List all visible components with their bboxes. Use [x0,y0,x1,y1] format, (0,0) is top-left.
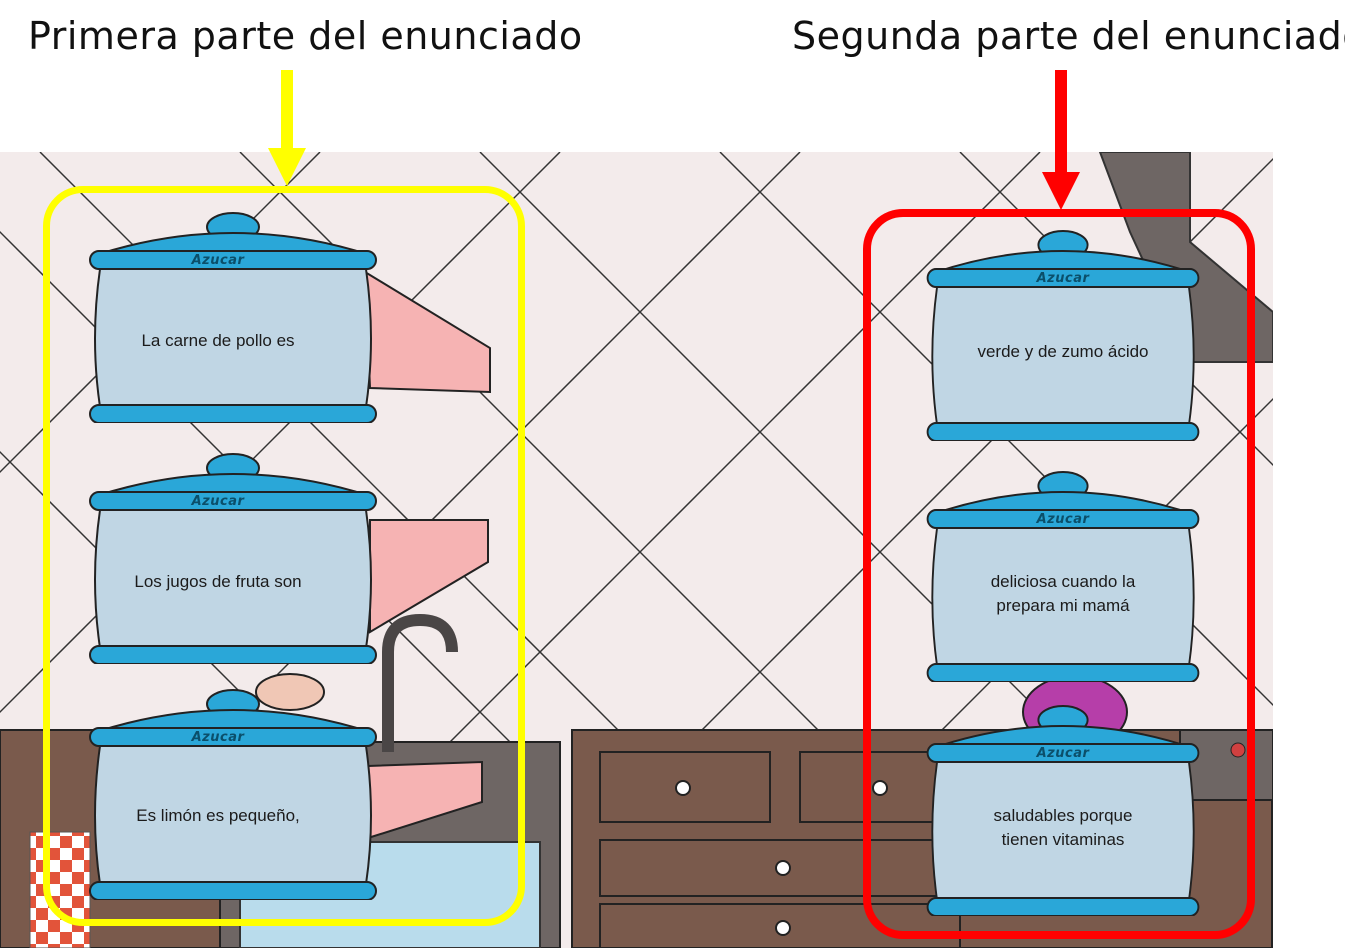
pot-icon [926,705,1200,916]
pot-right-3[interactable]: Azucar saludables porque tienen vitamina… [920,698,1206,916]
pot-brand-label: Azucar [1036,512,1090,527]
pot-text: La carne de pollo es [141,331,295,350]
pot-icon [89,689,377,900]
pot-left-1[interactable]: Azucar La carne de pollo es [82,205,384,423]
second-part-frame [863,209,1255,939]
pot-brand-label: Azucar [191,494,245,509]
pot-right-1[interactable]: Azucar verde y de zumo ácido [920,223,1206,441]
red-arrow-down-icon [1042,70,1080,210]
pot-icon [89,212,377,423]
first-part-heading: Primera parte del enunciado [28,14,583,58]
pot-left-2[interactable]: Azucar Los jugos de fruta son [82,446,384,664]
pot-text: Es limón es pequeño, [136,806,300,825]
pot-right-2[interactable]: Azucar deliciosa cuando la prepara mi ma… [920,464,1206,682]
pot-text: Los jugos de fruta son [134,572,302,591]
pot-left-3[interactable]: Azucar Es limón es pequeño, [82,682,384,900]
pot-brand-label: Azucar [191,253,245,268]
pot-text: verde y de zumo ácido [977,342,1149,361]
pot-brand-label: Azucar [1036,271,1090,286]
pot-icon [89,453,377,664]
pot-text: deliciosa cuando la prepara mi mamá [990,572,1136,615]
pot-text: saludables porque tienen vitaminas [993,806,1133,849]
first-part-frame [43,186,525,926]
pot-icon [926,471,1200,682]
pot-brand-label: Azucar [191,730,245,745]
pot-icon [926,230,1200,441]
pot-brand-label: Azucar [1036,746,1090,761]
second-part-heading: Segunda parte del enunciado [792,14,1345,58]
yellow-arrow-down-icon [268,70,306,186]
